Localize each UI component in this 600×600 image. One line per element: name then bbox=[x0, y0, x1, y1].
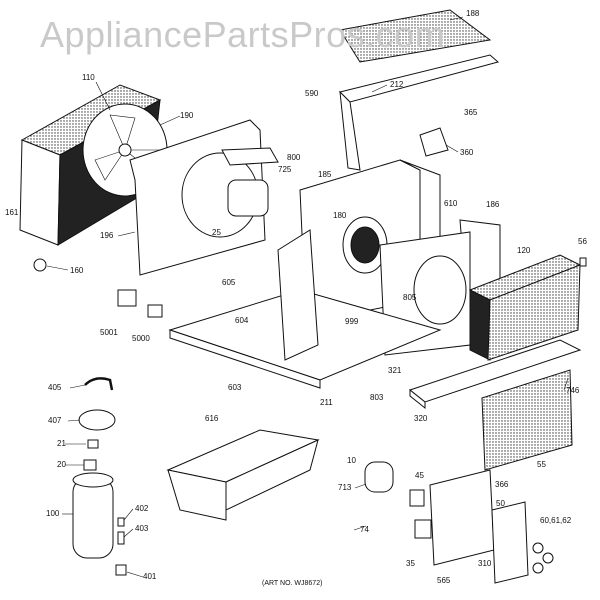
drain-tray bbox=[408, 339, 582, 410]
label-190: 190 bbox=[180, 111, 194, 120]
label-590: 590 bbox=[305, 89, 319, 98]
leader-lines bbox=[46, 16, 569, 578]
label-161: 161 bbox=[5, 208, 19, 217]
label-321: 321 bbox=[388, 366, 402, 375]
label-21: 21 bbox=[57, 439, 66, 448]
label-160: 160 bbox=[70, 266, 84, 275]
label-320: 320 bbox=[414, 414, 428, 423]
watermark: AppliancePartsPros.com bbox=[40, 14, 446, 55]
control-panel bbox=[429, 469, 495, 566]
air-filter bbox=[481, 369, 573, 471]
label-5000: 5000 bbox=[132, 334, 150, 343]
label-56: 56 bbox=[578, 237, 587, 246]
label-186: 186 bbox=[486, 200, 500, 209]
label-120: 120 bbox=[517, 246, 531, 255]
label-800: 800 bbox=[287, 153, 301, 162]
label-212: 212 bbox=[390, 80, 404, 89]
label-188: 188 bbox=[466, 9, 480, 18]
control-knobs bbox=[532, 542, 554, 574]
small-parts bbox=[33, 127, 587, 576]
label-616: 616 bbox=[205, 414, 219, 423]
cabinet-cover bbox=[166, 429, 320, 521]
label-713: 713 bbox=[338, 483, 352, 492]
label-407: 407 bbox=[48, 416, 62, 425]
label-10: 10 bbox=[347, 456, 356, 465]
part-labels: 110 190 161 196 160 25 725 800 185 180 6… bbox=[5, 9, 587, 585]
compressor bbox=[72, 472, 114, 559]
label-45: 45 bbox=[415, 471, 424, 480]
label-180: 180 bbox=[333, 211, 347, 220]
label-185: 185 bbox=[318, 170, 332, 179]
label-25: 25 bbox=[212, 228, 221, 237]
refrigerant-tube bbox=[84, 377, 114, 391]
label-100: 100 bbox=[46, 509, 60, 518]
label-365: 365 bbox=[464, 108, 478, 117]
label-403: 403 bbox=[135, 524, 149, 533]
label-603: 603 bbox=[228, 383, 242, 392]
label-746: 746 bbox=[566, 386, 580, 395]
label-196: 196 bbox=[100, 231, 114, 240]
label-366: 366 bbox=[495, 480, 509, 489]
art-number: (ART NO. WJ8672) bbox=[262, 580, 323, 587]
label-604: 604 bbox=[235, 316, 249, 325]
top-mesh-screen bbox=[339, 9, 492, 63]
label-50: 50 bbox=[496, 499, 505, 508]
control-faceplate bbox=[491, 501, 529, 584]
capacitor bbox=[364, 461, 394, 493]
evaporator-coil bbox=[468, 254, 582, 361]
top-cover-bracket bbox=[339, 54, 500, 171]
label-110: 110 bbox=[82, 73, 95, 82]
label-310: 310 bbox=[478, 559, 492, 568]
label-805: 805 bbox=[403, 293, 417, 302]
label-55: 55 bbox=[537, 460, 546, 469]
label-999: 999 bbox=[345, 317, 359, 326]
label-605: 605 bbox=[222, 278, 236, 287]
label-211: 211 bbox=[320, 398, 333, 407]
label-360: 360 bbox=[460, 148, 474, 157]
label-610: 610 bbox=[444, 199, 458, 208]
label-565: 565 bbox=[437, 576, 451, 585]
label-725: 725 bbox=[278, 165, 292, 174]
label-20: 20 bbox=[57, 460, 66, 469]
label-5001: 5001 bbox=[100, 328, 118, 337]
label-74: 74 bbox=[360, 525, 369, 534]
fan-motor bbox=[221, 147, 279, 217]
label-35: 35 bbox=[406, 559, 415, 568]
label-405: 405 bbox=[48, 383, 62, 392]
label-60-61-62: 60,61,62 bbox=[540, 516, 572, 525]
label-401: 401 bbox=[143, 572, 157, 581]
label-402: 402 bbox=[135, 504, 149, 513]
label-803: 803 bbox=[370, 393, 384, 402]
partition-panel bbox=[277, 229, 319, 361]
muffler bbox=[78, 409, 116, 431]
blower-wheel bbox=[342, 216, 388, 274]
